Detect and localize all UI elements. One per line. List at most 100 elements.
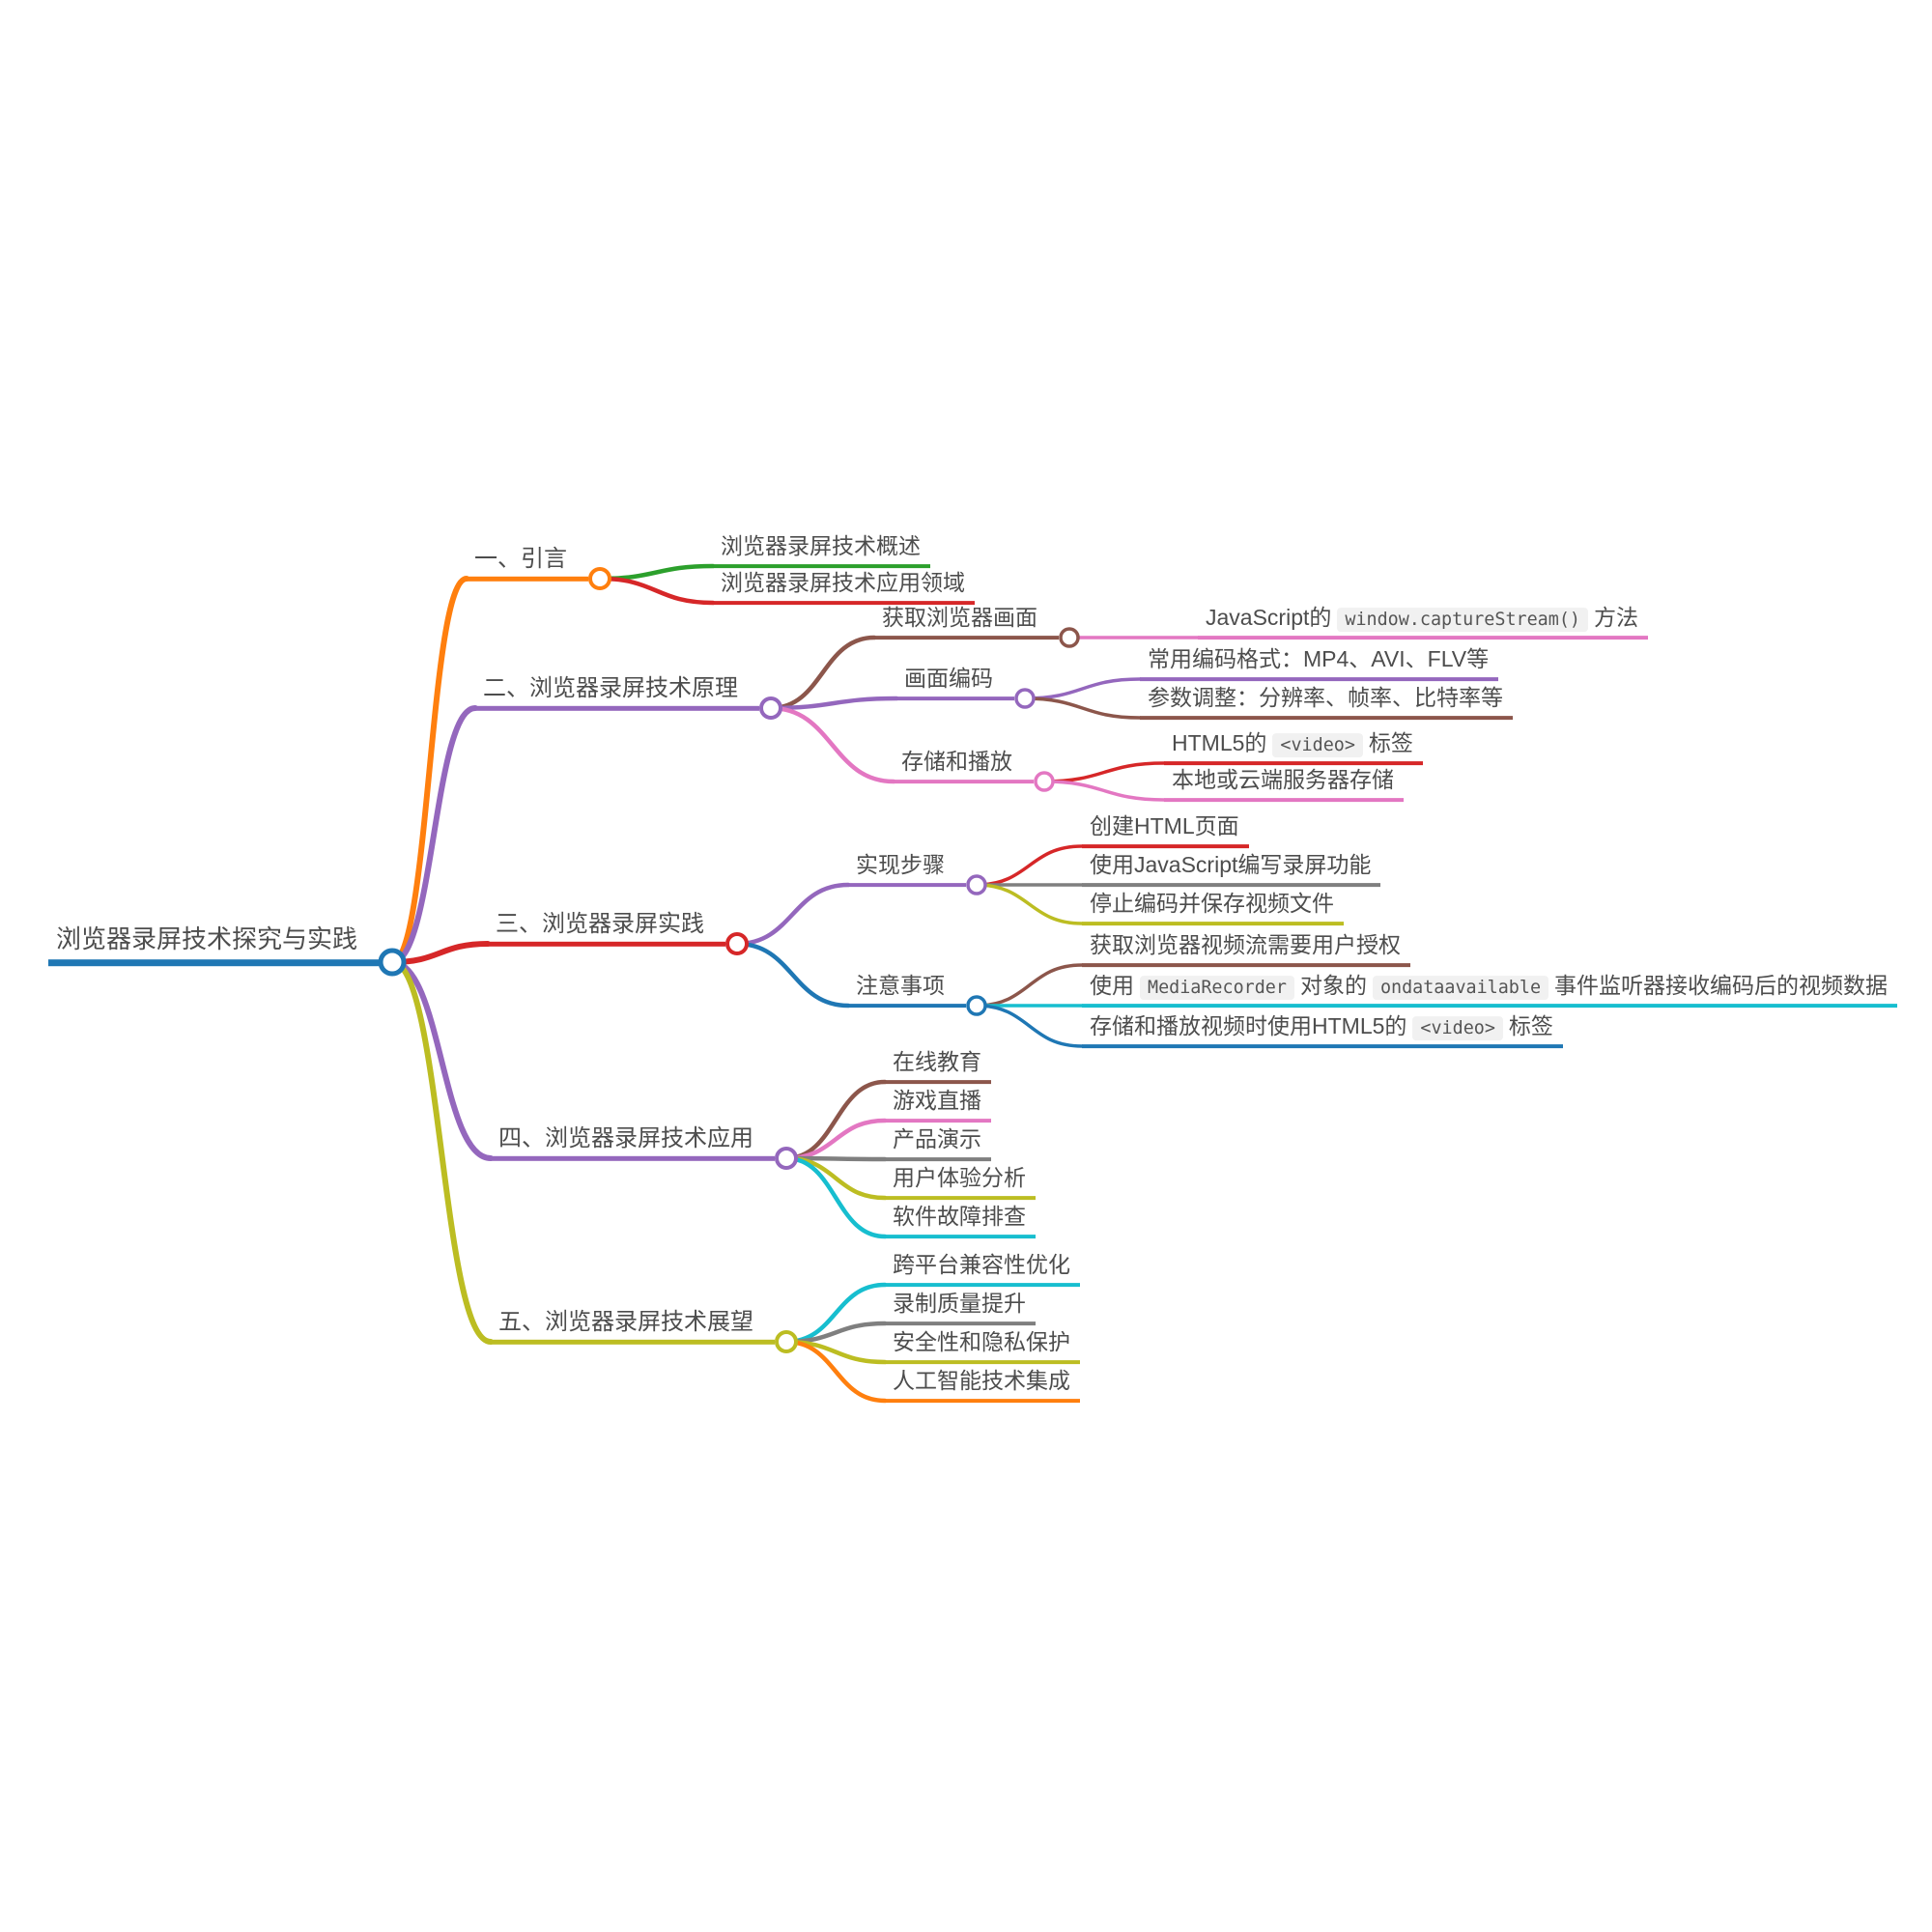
branch-link-branch-applications [389,959,494,1161]
label-text: 事件监听器接收编码后的视频数据 [1554,973,1889,999]
label-text: 停止编码并保存视频文件 [1090,891,1334,917]
branch-link-local-or-cloud-storage [1042,780,1166,802]
branch-link-create-html-page [975,844,1084,887]
mindmap-node-implementation-steps[interactable]: 实现步骤 [848,849,966,887]
label-text: 软件故障排查 [893,1204,1026,1230]
label-text: 在线教育 [893,1049,981,1075]
mindmap-node-cross-platform-optimization[interactable]: 跨平台兼容性优化 [885,1249,1080,1287]
branch-link-storage-and-playback [768,705,896,784]
label-text: 标签 [1508,1013,1553,1039]
inline-code: <video> [1412,1016,1503,1041]
branch-link-html5-video-playback [975,1004,1084,1048]
branch-link-branch-future [389,959,494,1345]
mindmap-node-stop-encoding-save-file[interactable]: 停止编码并保存视频文件 [1082,888,1344,925]
label-text: 四、浏览器录屏技术应用 [498,1124,753,1151]
mindmap-node-introduction-application-fields[interactable]: 浏览器录屏技术应用领域 [713,567,975,605]
mindmap-node-encoding-formats[interactable]: 常用编码格式：MP4、AVI、FLV等 [1140,643,1499,681]
label-text: 获取浏览器视频流需要用户授权 [1090,932,1401,958]
branch-link-introduction-application-fields [597,576,716,606]
mindmap-node-create-html-page[interactable]: 创建HTML页面 [1082,810,1249,848]
branch-link-ai-integration [783,1339,888,1404]
label-text: JavaScript的 [1206,605,1332,631]
inline-code: window.captureStream() [1337,608,1588,633]
inline-code: ondataavailable [1372,976,1549,1001]
node-circle-branch-applications[interactable] [775,1147,798,1170]
mindmap-node-branch-principles[interactable]: 二、浏览器录屏技术原理 [475,671,759,711]
mindmap-node-branch-practice[interactable]: 三、浏览器录屏实践 [488,907,725,947]
label-text: 标签 [1368,730,1413,756]
label-text: 产品演示 [893,1126,981,1152]
label-text: 获取浏览器画面 [882,605,1037,631]
label-text: 浏览器录屏技术应用领域 [721,570,965,596]
branch-link-branch-principles [389,705,478,965]
node-circles [378,567,1080,1353]
mindmap-node-branch-applications[interactable]: 四、浏览器录屏技术应用 [491,1122,775,1161]
label-text: 常用编码格式：MP4、AVI、FLV等 [1148,646,1490,672]
mindmap-node-frame-encoding[interactable]: 画面编码 [896,663,1014,700]
mindmap-node-html5-video-playback[interactable]: 存储和播放视频时使用HTML5的<video>标签 [1082,1010,1563,1048]
mindmap-node-precautions[interactable]: 注意事项 [848,970,966,1008]
label-text: 用户体验分析 [893,1165,1026,1191]
mindmap-node-local-or-cloud-storage[interactable]: 本地或云端服务器存储 [1164,764,1404,802]
branch-link-recording-quality [783,1321,888,1345]
mindmap-node-game-streaming[interactable]: 游戏直播 [885,1085,991,1122]
label-text: 五、浏览器录屏技术展望 [498,1308,753,1335]
label-text: 本地或云端服务器存储 [1172,767,1394,793]
node-circle-implementation-steps[interactable] [966,874,987,895]
mindmap-node-recording-quality[interactable]: 录制质量提升 [885,1288,1036,1325]
label-text: 二、浏览器录屏技术原理 [483,674,738,701]
mindmap-node-introduction-overview[interactable]: 浏览器录屏技术概述 [713,530,930,568]
node-circle-storage-and-playback[interactable] [1034,771,1055,792]
node-circle-precautions[interactable] [966,995,987,1016]
mindmap-node-root-topic[interactable]: 浏览器录屏技术探究与实践 [48,922,380,966]
node-circle-branch-principles[interactable] [759,696,782,720]
mindmap-node-parameter-tuning[interactable]: 参数调整：分辨率、帧率、比特率等 [1140,682,1513,720]
label-text: 画面编码 [904,666,993,692]
mindmap-node-online-education[interactable]: 在线教育 [885,1046,991,1084]
node-circle-branch-practice[interactable] [725,932,749,955]
mindmap-node-software-troubleshooting[interactable]: 软件故障排查 [885,1201,1036,1238]
branch-link-implementation-steps [734,882,851,947]
label-text: 人工智能技术集成 [893,1368,1070,1394]
mindmap-node-ux-analysis[interactable]: 用户体验分析 [885,1162,1036,1200]
branch-link-software-troubleshooting [783,1155,888,1239]
label-text: 安全性和隐私保护 [893,1329,1070,1355]
label-text: 使用 [1090,973,1134,999]
mindmap-node-html5-video-tag[interactable]: HTML5的<video>标签 [1164,727,1423,765]
label-text: 三、浏览器录屏实践 [496,910,704,937]
mindmap-node-capture-browser-frame[interactable]: 获取浏览器画面 [874,602,1059,639]
node-circle-branch-future[interactable] [775,1330,798,1353]
branch-link-html5-video-tag [1042,761,1166,783]
label-text: 存储和播放视频时使用HTML5的 [1090,1013,1407,1039]
label-text: 创建HTML页面 [1090,813,1239,839]
label-text: 对象的 [1299,973,1367,999]
node-circle-frame-encoding[interactable] [1014,688,1036,709]
mindmap-node-ai-integration[interactable]: 人工智能技术集成 [885,1365,1080,1403]
branch-links [389,563,1200,1404]
mindmap-node-write-recording-js[interactable]: 使用JavaScript编写录屏功能 [1082,849,1381,887]
branch-link-introduction-overview [597,563,716,582]
branch-link-frame-encoding [768,696,899,711]
branch-link-user-authorization [975,963,1084,1008]
mindmap-node-storage-and-playback[interactable]: 存储和播放 [894,746,1034,783]
label-text: 录制质量提升 [893,1291,1026,1317]
label-text: 参数调整：分辨率、帧率、比特率等 [1148,685,1503,711]
node-circle-branch-introduction[interactable] [588,567,611,590]
node-circle-root-topic[interactable] [378,948,407,977]
label-text: 浏览器录屏技术探究与实践 [56,924,358,954]
mindmap-node-security-privacy[interactable]: 安全性和隐私保护 [885,1326,1080,1364]
label-text: HTML5的 [1172,730,1267,756]
branch-link-capture-browser-frame [768,635,877,711]
mindmap-node-branch-future[interactable]: 五、浏览器录屏技术展望 [491,1305,775,1345]
label-text: 方法 [1593,605,1638,631]
mindmap-node-user-authorization[interactable]: 获取浏览器视频流需要用户授权 [1082,929,1410,967]
label-text: 使用JavaScript编写录屏功能 [1090,852,1372,878]
node-circle-capture-browser-frame[interactable] [1059,627,1080,648]
branch-link-ux-analysis [783,1155,888,1201]
mindmap-node-product-demo[interactable]: 产品演示 [885,1123,991,1161]
mindmap-node-branch-introduction[interactable]: 一、引言 [467,542,588,582]
